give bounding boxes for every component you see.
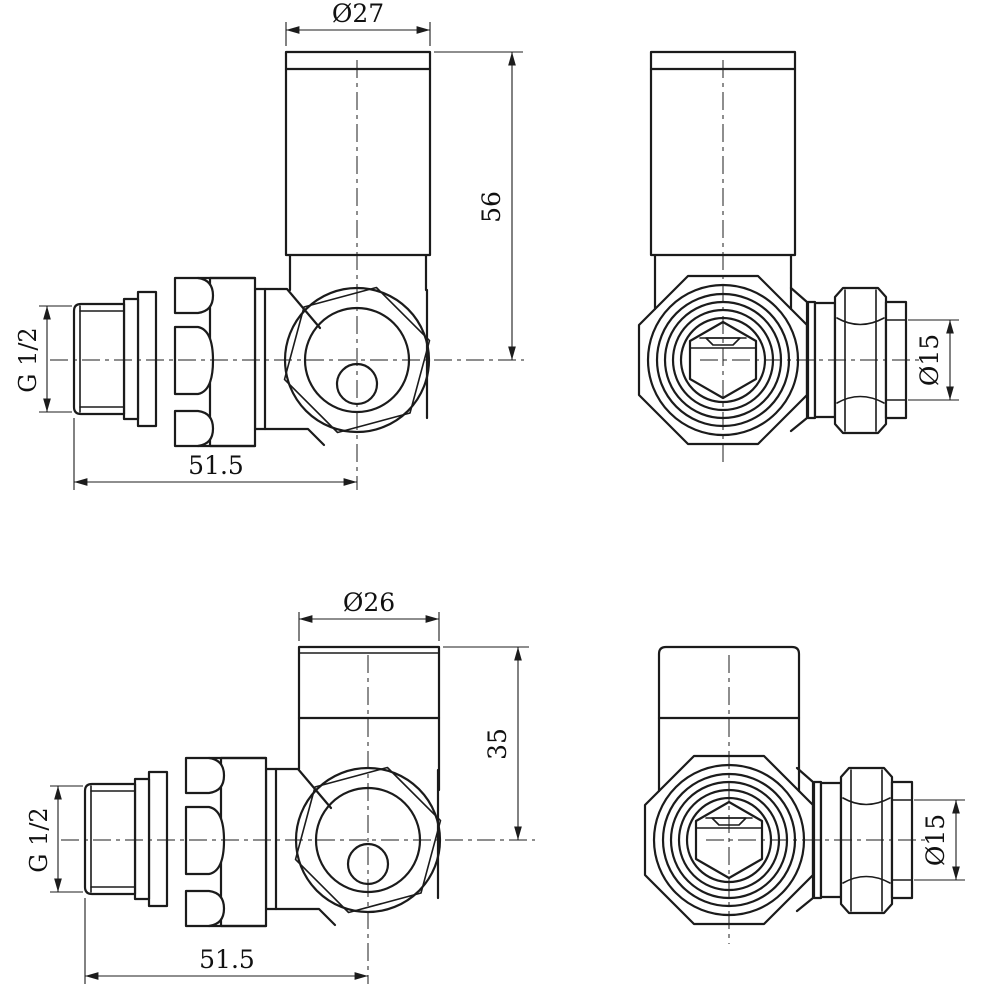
front-view-body (637, 274, 926, 446)
side-view-body (48, 276, 526, 448)
head-cylinder (297, 645, 441, 720)
dim-label-length: 51.5 (188, 451, 244, 480)
dim-label-thread: G 1/2 (14, 327, 42, 392)
view-top-right: Ø15 (637, 50, 959, 462)
side-view-body (59, 756, 537, 928)
view-bottom-left: Ø26 35 G 1/2 51.5 (25, 588, 537, 984)
dim-label-height: 35 (483, 728, 512, 760)
dim-label-length: 51.5 (199, 945, 255, 974)
front-view-body (643, 754, 932, 926)
head-cylinder (284, 50, 432, 257)
dim-label-diameter-head: Ø26 (343, 588, 395, 617)
dim-label-height: 56 (477, 191, 506, 223)
dim-label-pipe: Ø15 (921, 814, 950, 866)
head-cylinder (657, 645, 801, 720)
dim-label-thread: G 1/2 (25, 807, 53, 872)
view-top-left: Ø27 56 G 1/2 51.5 (14, 0, 526, 490)
dim-label-pipe: Ø15 (915, 334, 944, 386)
view-bottom-right: Ø15 (643, 645, 965, 944)
dim-label-diameter-head: Ø27 (332, 0, 384, 28)
